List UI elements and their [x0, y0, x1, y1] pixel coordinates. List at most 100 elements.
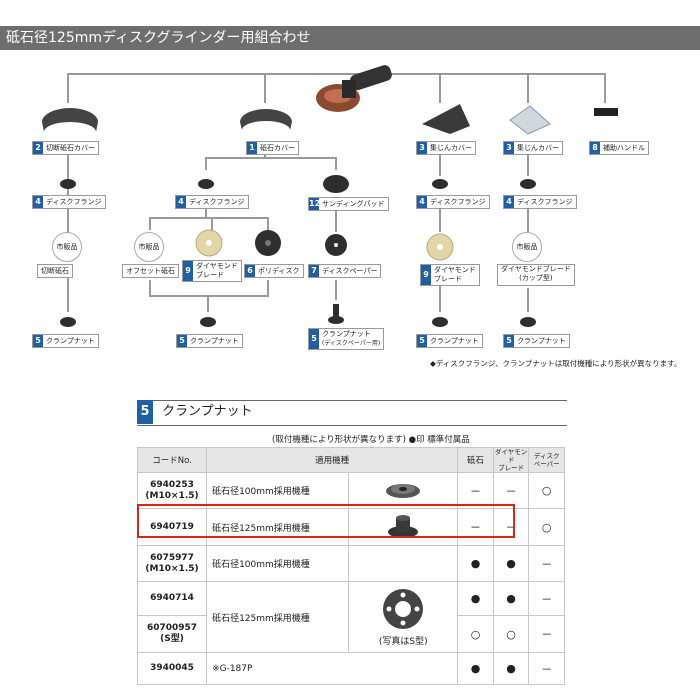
- parts-diagram: [42, 65, 618, 327]
- code-cell: 6940714: [136, 581, 208, 616]
- code-sub: (M10×1.5): [145, 490, 199, 501]
- nut-image-cell: [348, 472, 459, 509]
- machine-cell: 砥石径100mm採用機種: [206, 472, 350, 509]
- mark-paper: －: [528, 581, 565, 616]
- section-title: クランプナット: [162, 404, 253, 419]
- code: 6940253: [150, 479, 194, 490]
- code-sub: (M10×1.5): [145, 563, 199, 574]
- nut-image-cell: [348, 545, 459, 582]
- mark-diamond: ●: [492, 545, 530, 582]
- footnote: ◆ディスクフランジ、クランプナットは取付機種により形状が異なります。: [430, 359, 682, 368]
- machine-cell: ※G-187P: [206, 652, 459, 685]
- code: 60700957: [146, 623, 198, 633]
- clamp-nut-image: [386, 484, 421, 498]
- table-row: 6940714 砥石径125mm採用機種 (写真はS型) ● ● －: [136, 581, 565, 653]
- table-row: 6075977(M10×1.5) 砥石径100mm採用機種 ● ● －: [136, 545, 565, 582]
- nut-text: クランプナット: [322, 330, 371, 338]
- blade-text: ブレード: [434, 275, 462, 283]
- nut-image-cell: [348, 508, 459, 546]
- label-cut-wheel: 切断砥石: [37, 264, 73, 278]
- code: 6940714: [150, 593, 194, 603]
- table-note: (取付機種により形状が異なります) ●印 標準付属品: [272, 435, 470, 445]
- mark-paper: －: [528, 652, 565, 685]
- mark-wheel: －: [457, 472, 494, 509]
- clamp-nut-s-type-image: [383, 589, 424, 629]
- code-cell: 6940253(M10×1.5): [136, 472, 208, 509]
- code: 3940045: [150, 663, 194, 673]
- diamond-blade-text: ダイヤモンドブレード: [501, 265, 571, 273]
- section-header: [137, 400, 567, 426]
- code-cell: 6075977(M10×1.5): [136, 545, 208, 582]
- grinder-image: [316, 65, 392, 112]
- cup-type-text: (カップ型): [519, 274, 553, 282]
- mark-diamond: ●: [492, 652, 530, 685]
- mark-paper: －: [528, 545, 565, 582]
- header-diamond: ダイヤモンドブレード: [492, 447, 530, 473]
- commercial-badge: 市販品: [134, 232, 164, 262]
- code: 6075977: [150, 552, 194, 563]
- diamond-text: ダイヤモンド: [196, 262, 238, 270]
- blade-text: ブレード: [196, 271, 224, 279]
- highlight-box: [137, 504, 515, 538]
- table-row: 60700957(S型) ○ ○ －: [136, 615, 565, 653]
- header-machine: 適用機種: [206, 447, 459, 473]
- photo-caption: (写真はS型): [378, 637, 428, 647]
- clamp-nut-table: コードNo. 適用機種 砥石 ダイヤモンドブレード ディスクペーパー 69402…: [136, 447, 565, 685]
- mark-diamond: ○: [492, 615, 530, 653]
- commercial-badge: 市販品: [512, 232, 542, 262]
- code: 6940719: [150, 521, 194, 532]
- code-cell: 60700957(S型): [136, 615, 208, 653]
- diamond-text: ダイヤモンド: [434, 266, 476, 274]
- section-number: 5: [137, 400, 153, 424]
- mark-wheel: ●: [457, 652, 494, 685]
- clamp-nut-image: [388, 514, 419, 538]
- mark-wheel: ○: [457, 615, 494, 653]
- mark-wheel: ●: [457, 545, 494, 582]
- mark-diamond: －: [492, 508, 530, 546]
- mark-paper: ○: [528, 508, 565, 546]
- code-sub: (S型): [160, 634, 184, 644]
- header-code: コードNo.: [136, 447, 208, 473]
- header-paper: ディスクペーパー: [528, 447, 565, 473]
- paper-text: (ディスクペーパー用): [322, 340, 381, 347]
- header-paper-1: ディスク: [533, 452, 560, 460]
- mark-paper: ○: [528, 472, 565, 509]
- nut-image-cell: (写真はS型): [348, 581, 459, 653]
- label-offset-wheel: オフセット砥石: [122, 264, 179, 278]
- machine-cell: 砥石径125mm採用機種: [206, 581, 350, 653]
- mark-paper: －: [528, 615, 565, 653]
- header-wheel: 砥石: [457, 447, 494, 473]
- table-row: 3940045 ※G-187P ● ● －: [136, 652, 565, 685]
- page-title: 砥石径125mmディスクグラインダー用組合わせ: [0, 26, 700, 50]
- header-paper-2: ペーパー: [533, 460, 560, 468]
- machine-cell: 砥石径100mm採用機種: [206, 545, 350, 582]
- table-row: 6940253(M10×1.5) 砥石径100mm採用機種 － － ○: [136, 472, 565, 509]
- header-diamond-1: ダイヤモンド: [494, 448, 528, 464]
- mark-wheel: ●: [457, 581, 494, 616]
- table-header-row: コードNo. 適用機種 砥石 ダイヤモンドブレード ディスクペーパー: [136, 447, 565, 473]
- commercial-badge: 市販品: [52, 232, 82, 262]
- mark-diamond: ●: [492, 581, 530, 616]
- header-diamond-2: ブレード: [498, 464, 525, 472]
- code-cell: 3940045: [136, 652, 208, 685]
- label-diamond-cup: ダイヤモンドブレード(カップ型): [497, 264, 575, 286]
